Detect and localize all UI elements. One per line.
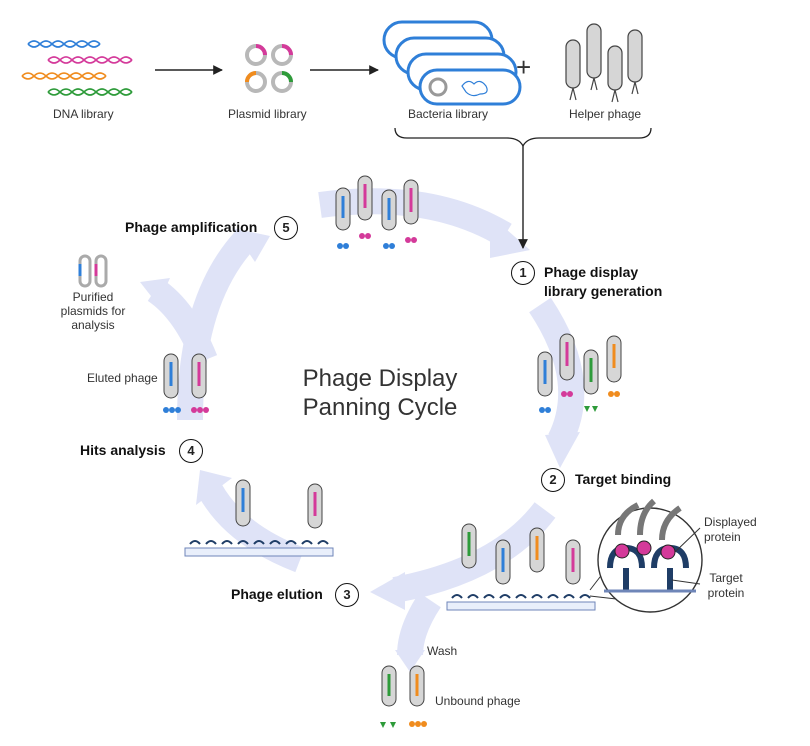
arrowhead-3	[370, 572, 405, 610]
displayed-line2: protein	[704, 530, 741, 544]
cycle-title: Phage Display Panning Cycle	[282, 364, 478, 422]
target-line1: Target	[709, 571, 743, 585]
step-3-label: Phage elution	[231, 586, 323, 602]
library-bracket	[394, 127, 652, 148]
step-1-badge: 1	[511, 261, 535, 285]
arrowhead-wash	[395, 650, 425, 672]
panning-cycle-arrows	[147, 188, 585, 656]
cycle-title-line2: Panning Cycle	[302, 394, 458, 421]
purified-line1: Purified	[72, 290, 114, 304]
cycle-arrow-4-to-5	[177, 231, 255, 421]
unbound-phages	[380, 665, 427, 728]
step-5-badge: 5	[274, 216, 298, 240]
binding-plate	[446, 523, 596, 611]
arrowhead-4	[196, 470, 232, 505]
displayed-protein-label: Displayed protein	[704, 515, 757, 545]
purified-line3: analysis	[71, 318, 115, 332]
helper-phage-icon	[565, 23, 643, 91]
step-1-label-line1: Phage display	[544, 264, 639, 280]
cycle-arrow-2-to-3	[392, 501, 556, 603]
purified-plasmids-label: Purified plasmids for analysis	[40, 290, 146, 332]
plasmid-library-label: Plasmid library	[228, 107, 307, 121]
amplified-phages	[335, 175, 419, 249]
plus-sign: +	[516, 52, 532, 82]
cycle-title-line1: Phage Display	[302, 365, 458, 392]
library-phages	[537, 333, 622, 413]
bacteria-library-label: Bacteria library	[408, 107, 489, 121]
helper-phage-label: Helper phage	[569, 107, 642, 121]
step-4-label: Hits analysis	[80, 442, 166, 458]
eluted-phages	[163, 353, 209, 413]
panning-cycle-arrowheads	[140, 215, 580, 672]
arrowhead-2	[545, 432, 580, 468]
step-1-label-line2: library generation	[544, 283, 663, 299]
helper-phage-tails	[569, 77, 639, 103]
target-protein-label: Target protein	[700, 571, 752, 601]
dna-library-label: DNA library	[53, 107, 114, 121]
wash-label: Wash	[427, 644, 458, 658]
purified-plasmids-icon	[78, 254, 108, 288]
displayed-line1: Displayed	[704, 515, 757, 529]
step-2-badge: 2	[541, 468, 565, 492]
step-3-badge: 3	[335, 583, 359, 607]
purified-line2: plasmids for	[60, 304, 126, 318]
zoom-inset	[589, 498, 703, 613]
arrowhead-5	[232, 228, 270, 262]
eluted-phage-label: Eluted phage	[87, 371, 158, 385]
step-4-badge: 4	[179, 439, 203, 463]
plasmid-library-icon	[245, 44, 293, 93]
step-5-label: Phage amplification	[125, 219, 258, 235]
arrowhead-1	[490, 215, 530, 258]
unbound-phage-label: Unbound phage	[435, 694, 521, 708]
step-1-label: Phage display library generation	[544, 263, 662, 301]
dna-library-strands	[21, 40, 133, 96]
bacteria-library-icon	[382, 20, 522, 106]
elution-plate	[184, 479, 334, 557]
step-2-label: Target binding	[575, 471, 672, 487]
arrowhead-purified	[140, 278, 170, 305]
target-line2: protein	[707, 586, 745, 600]
